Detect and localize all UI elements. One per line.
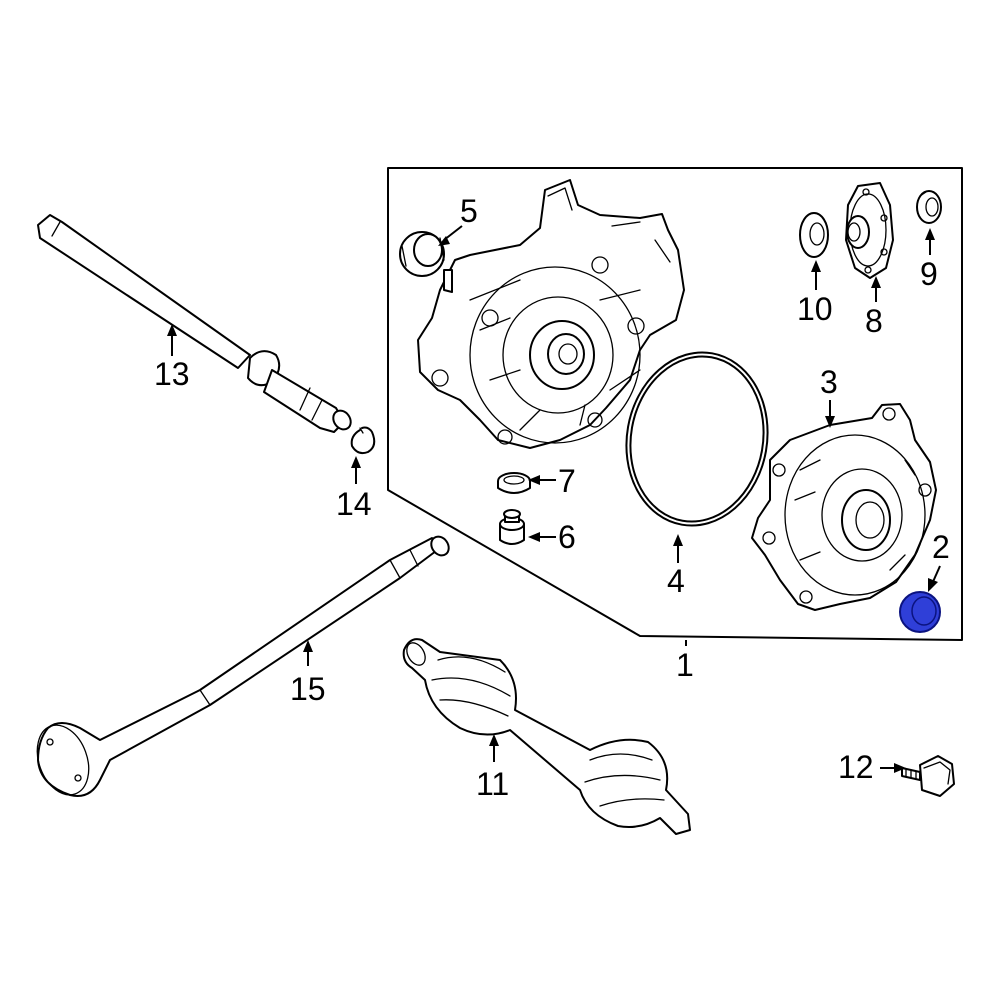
- part-6-plug[interactable]: [499, 509, 525, 545]
- part-12-bolt[interactable]: [901, 755, 955, 797]
- differential-housing[interactable]: [417, 179, 685, 449]
- callout-9[interactable]: 9: [920, 256, 938, 292]
- callout-5[interactable]: 5: [460, 193, 478, 229]
- callout-14[interactable]: 14: [336, 486, 372, 522]
- callout-numbers: 1 2 3 4 5 6 7 8 9 10 11 12 13 14 15: [154, 193, 950, 802]
- callout-10[interactable]: 10: [797, 291, 833, 327]
- part-2-seal-highlighted[interactable]: [899, 591, 941, 633]
- part-4-gasket[interactable]: [613, 341, 781, 537]
- callout-13[interactable]: 13: [154, 356, 190, 392]
- callout-4[interactable]: 4: [667, 563, 685, 599]
- callout-3[interactable]: 3: [820, 364, 838, 400]
- callout-2[interactable]: 2: [932, 529, 950, 565]
- callout-11[interactable]: 11: [476, 766, 509, 802]
- callout-7[interactable]: 7: [558, 463, 576, 499]
- callout-1[interactable]: 1: [676, 647, 694, 683]
- part-13-shaft[interactable]: [37, 214, 354, 433]
- leader-lines: [167, 225, 941, 773]
- part-11-cv-axle[interactable]: [402, 638, 691, 835]
- part-7-seal[interactable]: [497, 472, 531, 494]
- part-10-washer[interactable]: [799, 212, 829, 258]
- callout-12[interactable]: 12: [838, 749, 874, 785]
- part-8-flange[interactable]: [845, 182, 894, 279]
- part-15-shaft[interactable]: [28, 533, 452, 802]
- part-5-bearing[interactable]: [399, 231, 445, 277]
- part-9-cap[interactable]: [916, 190, 942, 224]
- callout-15[interactable]: 15: [290, 671, 326, 707]
- assembly-frame: [387, 167, 963, 641]
- part-14-snap-ring[interactable]: [350, 426, 376, 455]
- part-3-cover[interactable]: [751, 403, 937, 611]
- callout-8[interactable]: 8: [865, 303, 883, 339]
- callout-6[interactable]: 6: [558, 519, 576, 555]
